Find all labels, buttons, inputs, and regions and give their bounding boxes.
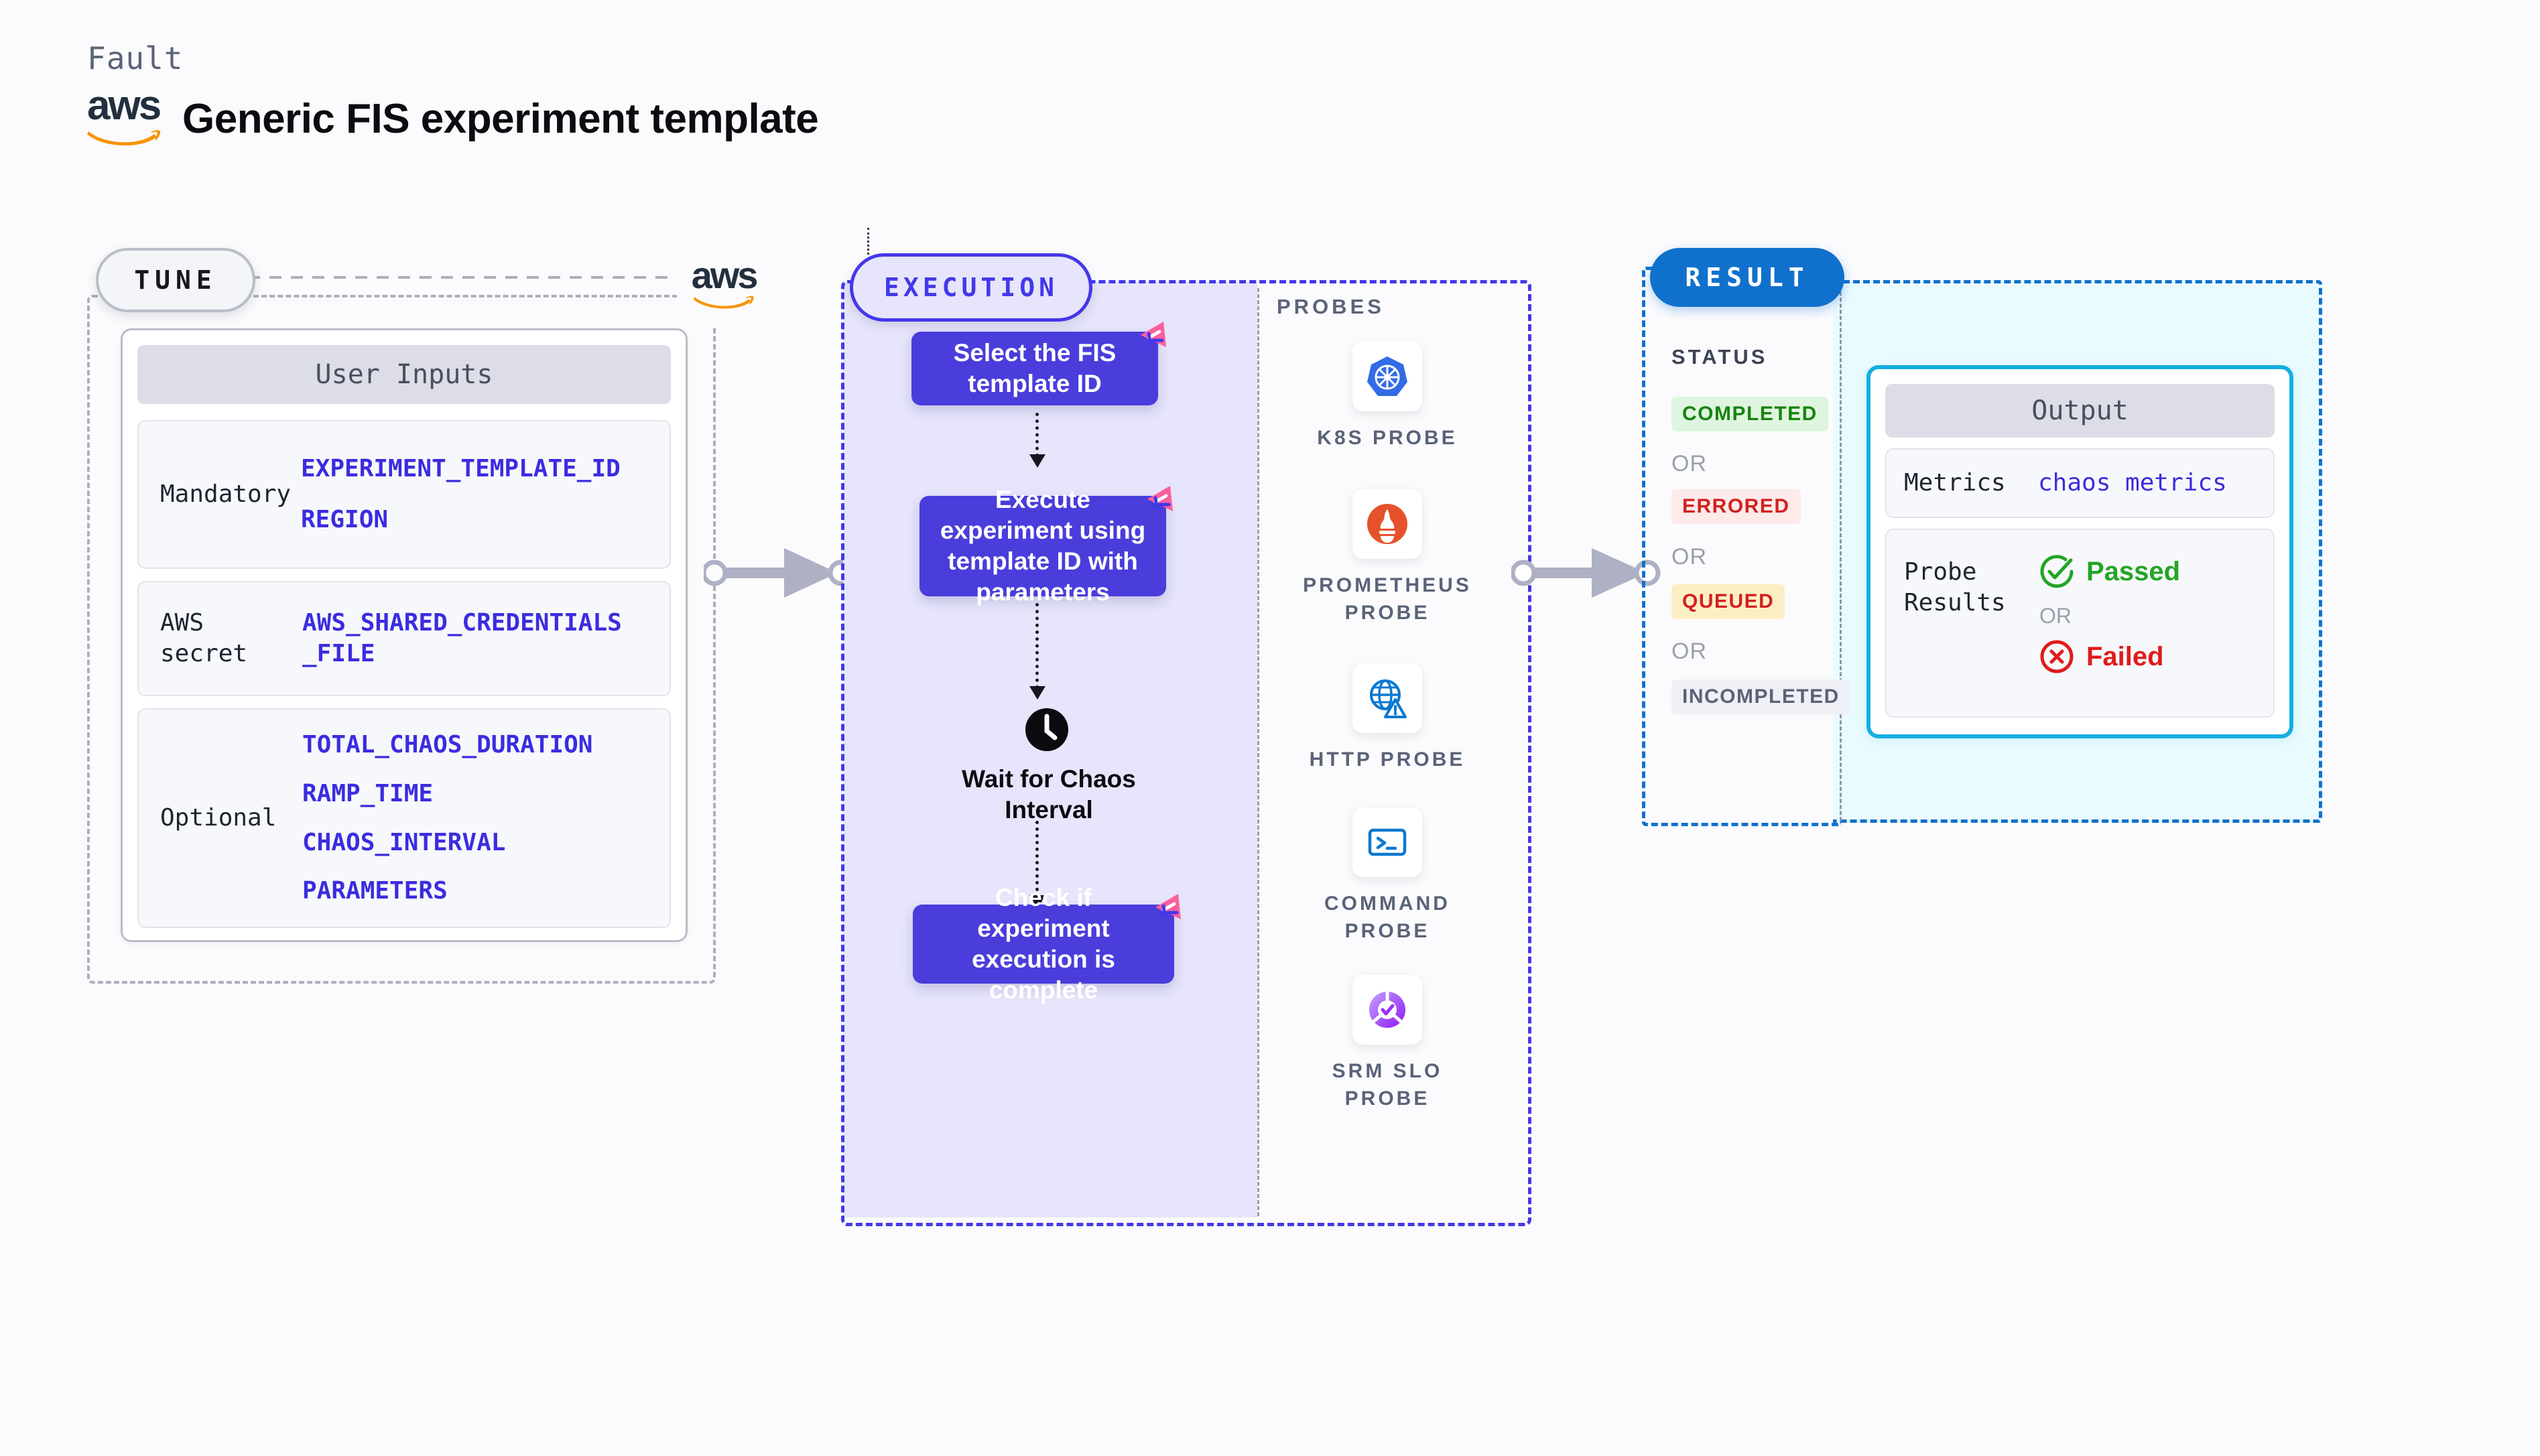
tune-pill-label: TUNE (96, 248, 255, 312)
litmus-badge-icon (1141, 322, 1166, 347)
aws-secret-label: AWS secret (160, 608, 248, 667)
aws-logo-badge: aws (677, 241, 771, 328)
metrics-value: chaos metrics (2038, 469, 2227, 497)
failed-label: Failed (2086, 641, 2164, 671)
probe-results-row: Probe Results Passed OR Failed (1885, 529, 2275, 718)
flow-arrow-1 (1029, 413, 1045, 468)
probe-srm-slo[interactable]: SRM SLO PROBE (1300, 975, 1474, 1112)
execution-top-tick (867, 228, 869, 255)
user-inputs-title: User Inputs (137, 345, 671, 404)
probe-passed: Passed (2038, 553, 2180, 590)
aws-smile-icon (87, 130, 161, 146)
param-chaos-interval: CHAOS_INTERVAL (302, 828, 506, 856)
fault-label: Fault (87, 40, 184, 76)
optional-label: Optional (160, 803, 277, 832)
probe-prometheus[interactable]: PROMETHEUS PROBE (1300, 489, 1474, 626)
result-pill-label: RESULT (1650, 248, 1844, 307)
metrics-row: Metrics chaos metrics (1885, 448, 2275, 518)
probes-title: PROBES (1277, 295, 1385, 318)
flow-arrow-2 (1029, 603, 1045, 700)
srm-slo-icon (1352, 975, 1422, 1045)
kubernetes-icon (1352, 342, 1422, 411)
passed-label: Passed (2086, 556, 2181, 586)
step-check-experiment-complete[interactable]: Check if experiment execution is complet… (913, 884, 1174, 1004)
litmus-badge-icon (1147, 486, 1173, 511)
execution-panel (841, 280, 1531, 1226)
optional-section: Optional TOTAL_CHAOS_DURATION RAMP_TIME … (137, 708, 671, 928)
aws-logo: aws (87, 82, 168, 149)
status-title: STATUS (1671, 345, 1768, 369)
tune-dashed-connector (248, 276, 690, 279)
http-globe-icon (1352, 663, 1422, 733)
clock-icon (1025, 708, 1068, 751)
probe-command[interactable]: COMMAND PROBE (1300, 807, 1474, 945)
probe-command-label: COMMAND PROBE (1324, 892, 1450, 942)
page-header: Fault aws Generic FIS experiment templat… (87, 40, 1025, 168)
status-badge-completed: COMPLETED (1671, 397, 1828, 432)
litmus-badge-icon (1155, 894, 1181, 919)
param-ramp-time: RAMP_TIME (302, 779, 434, 807)
probe-k8s-label: K8S PROBE (1317, 427, 1458, 449)
step-select-fis-template[interactable]: Select the FIS template ID (911, 332, 1158, 405)
metrics-label: Metrics (1904, 468, 2006, 497)
probe-failed: Failed (2038, 638, 2180, 675)
probe-http[interactable]: HTTP PROBE (1300, 663, 1474, 774)
param-experiment-template-id: EXPERIMENT_TEMPLATE_ID (301, 455, 621, 483)
tune-panel (87, 295, 716, 984)
aws-secret-section: AWS secret AWS_SHARED_CREDENTIALS _FILE (137, 581, 671, 696)
aws-badge-wordmark: aws (691, 254, 759, 296)
status-badge-queued: QUEUED (1671, 584, 1785, 619)
step-execute-experiment[interactable]: Execute experiment using template ID wit… (919, 486, 1166, 606)
page-title: Generic FIS experiment template (182, 95, 819, 142)
mandatory-section: Mandatory EXPERIMENT_TEMPLATE_ID REGION (137, 420, 671, 569)
probe-http-label: HTTP PROBE (1309, 748, 1466, 771)
terminal-icon (1352, 807, 1422, 877)
prometheus-icon (1352, 489, 1422, 559)
status-badge-errored: ERRORED (1671, 489, 1801, 524)
probe-srm-slo-label: SRM SLO PROBE (1332, 1060, 1443, 1110)
user-inputs-card: User Inputs Mandatory EXPERIMENT_TEMPLAT… (121, 328, 688, 942)
probe-k8s[interactable]: K8S PROBE (1300, 342, 1474, 452)
aws-wordmark-text: aws (87, 82, 162, 129)
wait-for-chaos-interval-label: Wait for Chaos Interval (962, 765, 1136, 824)
or-label-1: OR (1671, 451, 1707, 476)
output-title: Output (1885, 384, 2275, 438)
mandatory-label: Mandatory (160, 480, 292, 508)
or-label-3: OR (1671, 639, 1707, 664)
param-region: REGION (301, 506, 389, 533)
tune-to-execution-arrow (704, 548, 854, 598)
status-badge-incompleted: INCOMPLETED (1671, 679, 1850, 714)
probe-results-label: Probe Results (1904, 558, 2006, 617)
aws-smile-icon (693, 295, 754, 309)
execution-pill-label: EXECUTION (850, 253, 1092, 322)
or-label-output: OR (2039, 604, 2072, 628)
param-total-chaos-duration: TOTAL_CHAOS_DURATION (302, 731, 593, 759)
execution-probes-divider (1257, 288, 1259, 1216)
param-parameters: PARAMETERS (302, 877, 448, 905)
probe-prometheus-label: PROMETHEUS PROBE (1303, 574, 1472, 624)
output-card: Output Metrics chaos metrics Probe Resul… (1866, 365, 2293, 738)
x-circle-icon (2040, 640, 2074, 673)
or-label-2: OR (1671, 544, 1707, 570)
param-aws-shared-credentials-file: AWS_SHARED_CREDENTIALS _FILE (302, 608, 622, 667)
check-circle-icon (2040, 555, 2074, 588)
